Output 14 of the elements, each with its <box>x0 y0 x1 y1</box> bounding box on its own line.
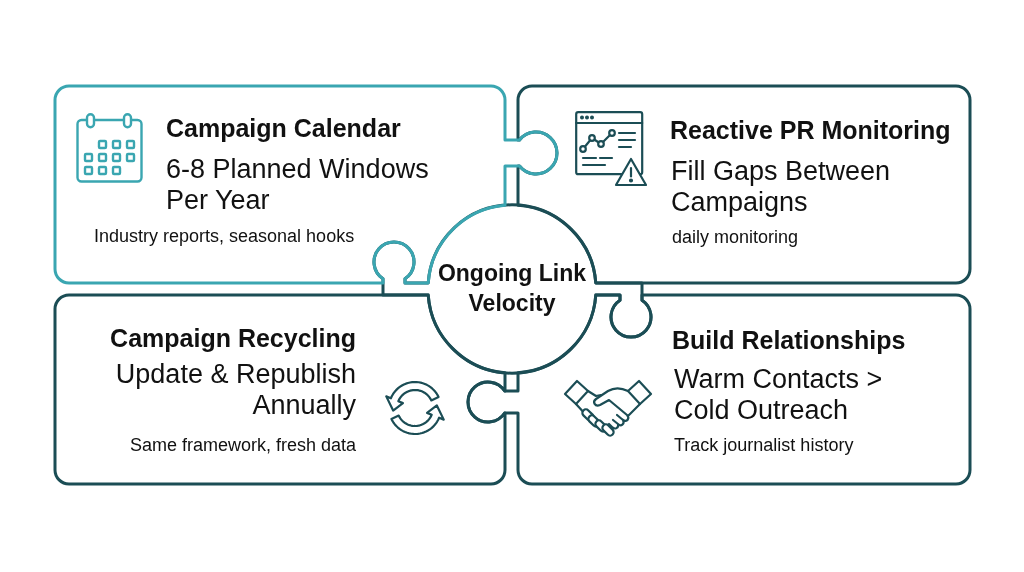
piece-note: daily monitoring <box>672 226 799 248</box>
piece-note: Track journalist history <box>674 433 854 456</box>
piece-subtitle: Update & Republish Annually <box>114 358 356 421</box>
piece-subtitle: Warm Contacts > Cold Outreach <box>674 363 884 426</box>
piece-note: Industry reports, seasonal hooks <box>94 224 355 247</box>
center-title: Ongoing Link Velocity <box>437 259 587 318</box>
piece-title: Campaign Recycling <box>110 323 356 353</box>
puzzle-piece <box>465 293 972 487</box>
piece-subtitle: 6-8 Planned Windows Per Year <box>166 153 430 216</box>
piece-title: Reactive PR Monitoring <box>670 115 951 145</box>
piece-note: Same framework, fresh data <box>129 433 356 456</box>
piece-title: Campaign Calendar <box>166 113 401 143</box>
piece-subtitle: Fill Gaps Between Campaigns <box>671 155 892 218</box>
piece-title: Build Relationships <box>672 325 906 355</box>
